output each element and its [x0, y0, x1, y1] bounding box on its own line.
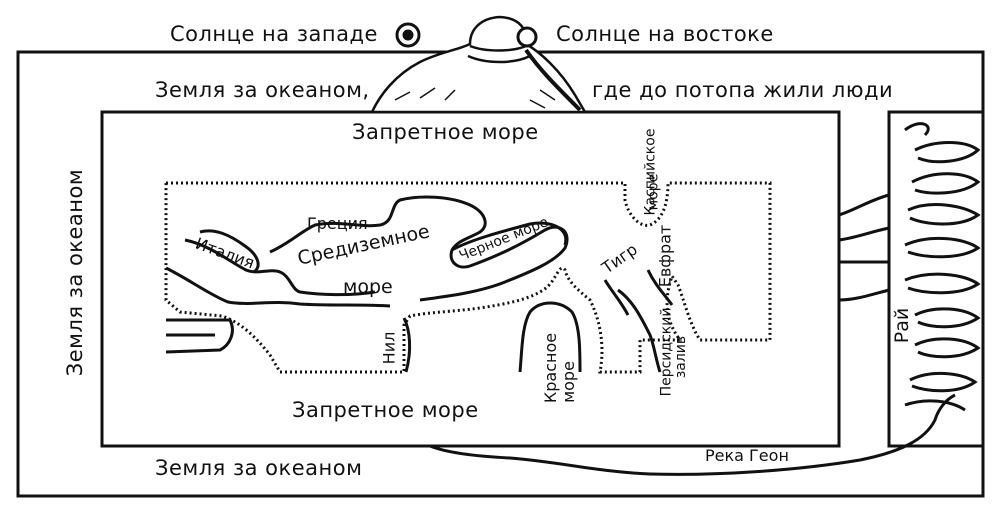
east-rivers: [603, 269, 674, 316]
paradise-frame: [887, 110, 985, 448]
label-nile: Нил: [379, 331, 399, 365]
med-south-coast: [165, 266, 391, 308]
greece-coast: [269, 195, 569, 302]
label-greece: Греция: [307, 214, 368, 233]
label-mediterranean-2: море: [343, 276, 393, 298]
persian-gulf-coast: [617, 288, 662, 373]
sun-west-icon: [395, 22, 421, 48]
italy-boot: [199, 229, 260, 274]
mountain: [370, 15, 588, 114]
nile-coast: [402, 317, 412, 373]
sun-east-icon: [516, 26, 538, 48]
label-land-top-left: Земля за океаном,: [155, 78, 370, 102]
label-land-left: Земля за океаном: [63, 168, 88, 377]
italy-coast: [184, 238, 376, 297]
paradise-rivers: [838, 193, 890, 302]
label-sun-west: Солнце на западе: [170, 22, 378, 46]
label-sun-east: Солнце на востоке: [556, 22, 774, 46]
label-persian-gulf-2: залив: [673, 335, 690, 379]
west-fjords: [165, 318, 234, 354]
label-land-bottom: Земля за океаном: [155, 456, 363, 480]
red-sea-coast: [518, 301, 582, 373]
label-red-sea-2: море: [558, 361, 578, 403]
label-river-geon: Река Геон: [705, 446, 789, 465]
label-red-sea-1: Красное: [541, 332, 561, 404]
label-persian-gulf-1: Персидский: [658, 307, 675, 397]
black-sea-coast: [451, 221, 568, 252]
landmass: [164, 181, 772, 374]
label-forbidden-sea-bottom: Запретное море: [292, 398, 479, 422]
label-land-top-right: где до потопа жили люди: [592, 78, 894, 102]
label-caspian-2: море: [645, 173, 662, 211]
river-geon: [429, 393, 956, 476]
label-forbidden-sea-top: Запретное море: [352, 120, 539, 144]
label-paradise: Рай: [891, 307, 914, 344]
paradise-shapes: [904, 122, 981, 412]
label-euphrates: Евфрат: [655, 224, 675, 288]
